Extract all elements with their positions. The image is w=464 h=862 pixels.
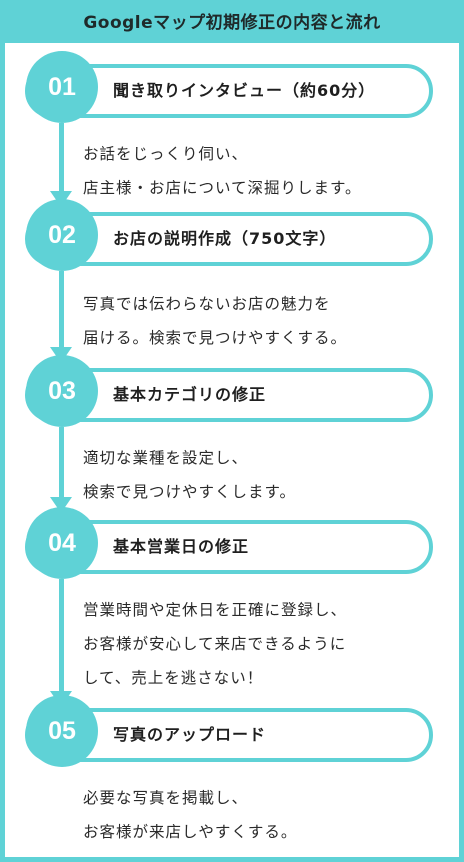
- step-title: 写真のアップロード: [113, 725, 267, 744]
- page-title: Googleマップ初期修正の内容と流れ: [5, 5, 459, 43]
- step-description-line: 届ける。検索で見つけやすくする。: [83, 329, 348, 347]
- step-title: お店の説明作成（750文字）: [113, 229, 337, 248]
- timeline-connector: [59, 123, 64, 193]
- step-description-line: 営業時間や定休日を正確に登録し、: [83, 601, 348, 619]
- step-description: 適切な業種を設定し、 検索で見つけやすくします。: [83, 441, 443, 509]
- step-title: 聞き取りインタビュー（約60分）: [113, 81, 376, 100]
- step-description-line: お話をじっくり伺い、: [83, 145, 249, 163]
- step-pill-1: 聞き取りインタビュー（約60分）: [25, 64, 433, 118]
- step-description-line: 店主様・お店について深掘りします。: [83, 179, 362, 197]
- step-number-badge: 01: [26, 51, 98, 123]
- timeline-connector: [59, 579, 64, 695]
- step-description: 写真では伝わらないお店の魅力を 届ける。検索で見つけやすくする。: [83, 287, 443, 355]
- step-number-badge: 03: [26, 355, 98, 427]
- step-number-badge: 02: [26, 199, 98, 271]
- timeline-connector: [59, 427, 64, 501]
- step-description-line: 適切な業種を設定し、: [83, 449, 249, 467]
- step-number-badge: 04: [26, 507, 98, 579]
- step-number-badge: 05: [26, 695, 98, 767]
- step-title: 基本営業日の修正: [113, 537, 250, 556]
- step-description-line: お客様が来店しやすくする。: [83, 823, 298, 841]
- step-description: 営業時間や定休日を正確に登録し、 お客様が安心して来店できるように して、売上を…: [83, 593, 443, 695]
- step-description-line: 写真では伝わらないお店の魅力を: [83, 295, 331, 313]
- step-description-line: 必要な写真を掲載し、: [83, 789, 249, 807]
- step-description: 必要な写真を掲載し、 お客様が来店しやすくする。: [83, 781, 443, 849]
- step-description: お話をじっくり伺い、 店主様・お店について深掘りします。: [83, 137, 443, 205]
- step-description-line: お客様が安心して来店できるように: [83, 635, 347, 653]
- step-title: 基本カテゴリの修正: [113, 385, 267, 404]
- timeline-connector: [59, 271, 64, 351]
- step-description-line: 検索で見つけやすくします。: [83, 483, 296, 501]
- step-description-line: して、売上を逃さない！: [83, 669, 264, 687]
